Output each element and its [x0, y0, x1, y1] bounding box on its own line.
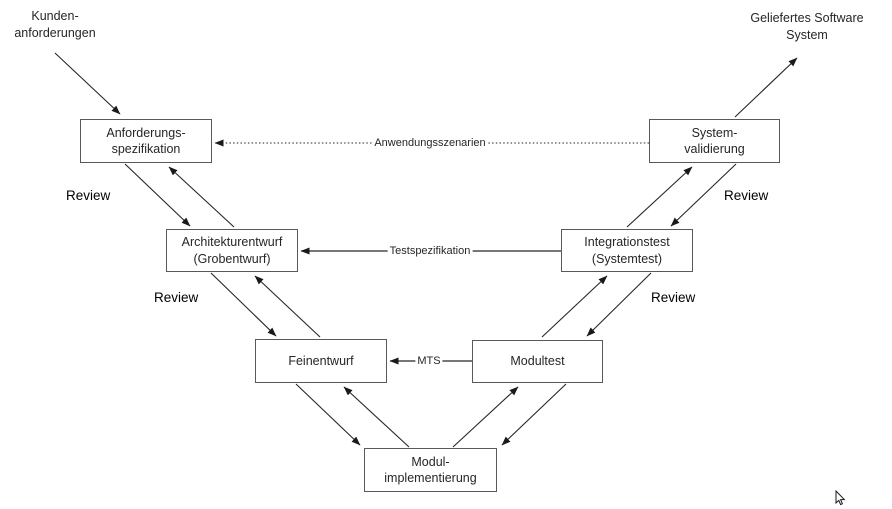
node-label-line: (Grobentwurf) — [193, 251, 271, 266]
arrow-integrationstest-up-systemvalidierung — [626, 166, 693, 228]
node-label-line: Modul- — [411, 454, 450, 469]
node-architekturentwurf: Architekturentwurf (Grobentwurf) — [166, 229, 298, 272]
node-label-line: Anforderungs- — [106, 125, 186, 140]
arrow-architektur-down-feinentwurf — [210, 272, 277, 337]
review-label-left-upper: Review — [66, 188, 111, 203]
node-feinentwurf: Feinentwurf — [255, 339, 387, 383]
connector-label-mts: MTS — [415, 355, 443, 367]
connector-label-anwendungsszenarien: Anwendungsszenarien — [372, 137, 488, 149]
node-label-line: implementierung — [384, 471, 477, 485]
node-systemvalidierung: System- validierung — [649, 119, 780, 163]
arrow-anforderung-down-architektur — [124, 163, 191, 227]
arrow-integrationstest-down-modultest — [586, 272, 652, 337]
node-label-line: Feinentwurf — [288, 353, 354, 368]
node-label-line: Architekturentwurf — [181, 235, 283, 249]
label-geliefertes-line1: Geliefertes Software — [750, 11, 864, 25]
node-label-line: spezifikation — [111, 142, 181, 156]
label-geliefertes-software-system: Geliefertes Software System — [742, 10, 872, 44]
mouse-cursor-icon — [835, 490, 846, 506]
review-label-right-upper: Review — [724, 188, 769, 203]
arrow-systemvalidierung-down-integrationstest — [670, 163, 737, 227]
arrow-modultest-down-modulimpl — [501, 383, 567, 446]
node-label-line: validierung — [684, 142, 745, 156]
review-label-right-lower: Review — [651, 290, 696, 305]
arrow-modultest-up-integrationstest — [541, 275, 608, 338]
node-anforderungsspezifikation: Anforderungs- spezifikation — [80, 119, 212, 163]
arrow-kundenanforderungen-to-anforderungsspezifikation — [54, 52, 121, 115]
label-geliefertes-line2: System — [786, 27, 828, 42]
node-label-line: (Systemtest) — [591, 251, 663, 266]
arrow-modulimpl-up-modultest — [452, 386, 519, 448]
node-label-line: Modultest — [510, 354, 565, 369]
connector-label-testspezifikation: Testspezifikation — [387, 245, 473, 257]
node-label-line: System- — [691, 125, 738, 140]
node-modulimplementierung: Modul- implementierung — [364, 448, 497, 492]
label-kundenanforderungen-line1: Kunden- — [31, 9, 79, 23]
node-modultest: Modultest — [472, 340, 603, 383]
node-integrationstest: Integrationstest (Systemtest) — [561, 229, 693, 272]
arrow-feinentwurf-down-modulimpl — [295, 383, 361, 446]
arrow-architektur-up-anforderung — [168, 166, 235, 228]
review-label-left-lower: Review — [154, 290, 199, 305]
node-label-line: Integrationstest — [584, 235, 670, 249]
label-kundenanforderungen-line2: anforderungen — [14, 25, 96, 40]
arrow-modulimpl-up-feinentwurf — [343, 386, 410, 448]
label-kundenanforderungen: Kunden- anforderungen — [2, 8, 108, 42]
arrow-systemvalidierung-to-geliefertes-system — [734, 57, 798, 118]
arrow-feinentwurf-up-architektur — [254, 275, 321, 338]
